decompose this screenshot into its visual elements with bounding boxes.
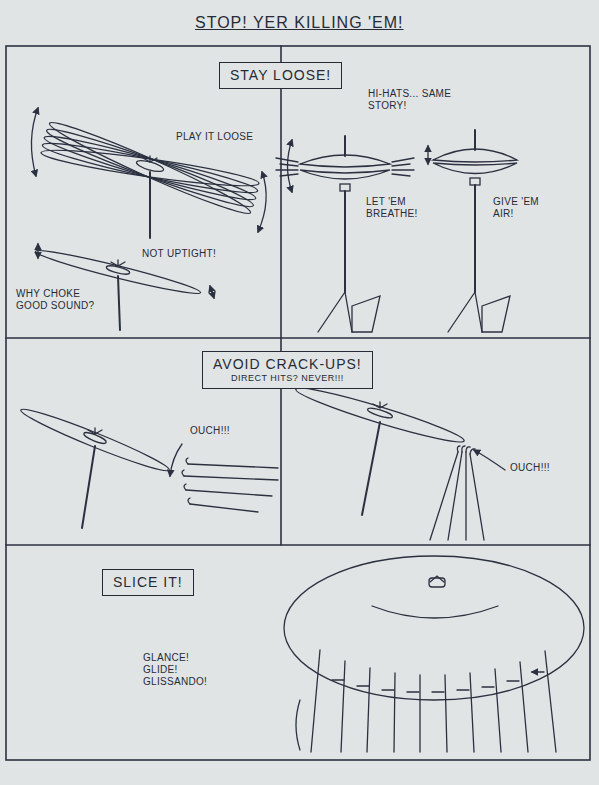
edge-hit-cymbal-part [184, 464, 278, 512]
edge-hit-cymbal-part [294, 382, 467, 449]
label-block: OUCH!!! [190, 425, 230, 437]
loose-crash-cymbal-part [31, 108, 38, 176]
heading-text: SLICE IT! [113, 574, 183, 591]
panel-frame-part [6, 46, 590, 760]
heading-text: STAY LOOSE! [230, 67, 331, 84]
slice-cymbal-part [311, 650, 556, 752]
tight-hi-hat-part [448, 292, 482, 332]
edge-hit-cymbal-part [170, 444, 182, 476]
loose-hi-hat-part [344, 136, 346, 156]
tight-hi-hat-part [433, 163, 517, 174]
slice-cymbal-part [429, 578, 445, 587]
callout-label: WHY CHOKE GOOD SOUND? [16, 288, 100, 312]
tight-crash-cymbal-part [118, 276, 120, 330]
heading-box: STAY LOOSE! [219, 62, 342, 89]
heading-box: SLICE IT! [102, 569, 194, 596]
tight-crash-cymbal-part [37, 244, 38, 258]
tight-hi-hat-part [482, 296, 510, 332]
tight-crash-cymbal-part [210, 286, 214, 298]
label-block: LET 'EM BREATHE! [366, 196, 428, 220]
panel-frame-part [6, 544, 590, 546]
edge-hit-cymbal-part [18, 404, 172, 477]
callout-label: GLANCE! GLIDE! GLISSANDO! [143, 652, 207, 688]
slice-cymbal-part [284, 556, 584, 700]
callout-label: LET 'EM BREATHE! [366, 196, 428, 220]
edge-hit-cymbal [18, 404, 278, 528]
edge-hit-cymbal-part [82, 446, 95, 528]
slice-cymbal-part [332, 672, 544, 692]
edge-hit-cymbal-part [182, 458, 190, 504]
loose-crash-cymbal-part [149, 172, 151, 238]
label-block: GLANCE! GLIDE! GLISSANDO! [143, 652, 207, 688]
slice-cymbal-part [372, 606, 498, 618]
tight-hi-hat-part [433, 149, 517, 162]
loose-crash-cymbal [31, 108, 266, 238]
title-block: STOP! YER KILLING 'EM! [195, 14, 404, 32]
callout-label: OUCH!!! [510, 462, 550, 474]
panel-frame-part [6, 337, 590, 339]
panel-frame-part [280, 46, 282, 545]
callout-label: NOT UPTIGHT! [142, 248, 216, 260]
loose-hi-hat-part [288, 140, 293, 192]
slice-cymbal [284, 556, 584, 752]
edge-hit-cymbal-part [88, 428, 102, 434]
tight-hi-hat-part [474, 130, 476, 150]
tight-hi-hat-part [427, 146, 428, 164]
loose-hi-hat-part [344, 191, 346, 292]
callout-label: GIVE 'EM AIR! [493, 196, 555, 220]
edge-hit-cymbal-part [474, 450, 505, 470]
loose-hi-hat-part [340, 184, 350, 191]
edge-hit-cymbal-part [362, 422, 380, 515]
tight-crash-cymbal-part [111, 260, 125, 266]
edge-hit-cymbal [294, 382, 505, 540]
panel-frame [6, 46, 590, 760]
subheading-text: DIRECT HITS? NEVER!!! [213, 373, 362, 384]
edge-hit-cymbal-part [430, 452, 484, 540]
slice-cymbal-part [296, 700, 300, 750]
edge-hit-cymbal-part [457, 446, 475, 454]
heading-text: AVOID CRACK-UPS! [213, 356, 362, 373]
tight-hi-hat-part [470, 178, 480, 185]
loose-hi-hat-part [392, 158, 414, 176]
tight-hi-hat [428, 130, 517, 332]
loose-hi-hat-part [300, 155, 390, 167]
title: STOP! YER KILLING 'EM! [195, 14, 404, 31]
callout-label: PLAY IT LOOSE [176, 131, 253, 143]
label-block: WHY CHOKE GOOD SOUND? [16, 288, 100, 312]
edge-hit-cymbal-part [373, 402, 387, 408]
loose-hi-hat-part [318, 292, 352, 332]
callout-label: HI-HATS... SAME STORY! [368, 88, 452, 112]
heading-box: AVOID CRACK-UPS!DIRECT HITS? NEVER!!! [202, 351, 373, 389]
loose-crash-cymbal-part [258, 172, 266, 232]
loose-hi-hat-part [300, 170, 390, 179]
loose-hi-hat [276, 136, 414, 332]
label-block: PLAY IT LOOSE [176, 131, 253, 143]
label-block: GIVE 'EM AIR! [493, 196, 555, 220]
slice-cymbal-part [430, 576, 444, 582]
label-block: HI-HATS... SAME STORY! [368, 88, 452, 112]
loose-crash-cymbal-part [143, 156, 157, 162]
label-block: NOT UPTIGHT! [142, 248, 216, 260]
label-block: OUCH!!! [510, 462, 550, 474]
tight-hi-hat-part [474, 185, 476, 292]
loose-hi-hat-part [352, 296, 380, 332]
callout-label: OUCH!!! [190, 425, 230, 437]
